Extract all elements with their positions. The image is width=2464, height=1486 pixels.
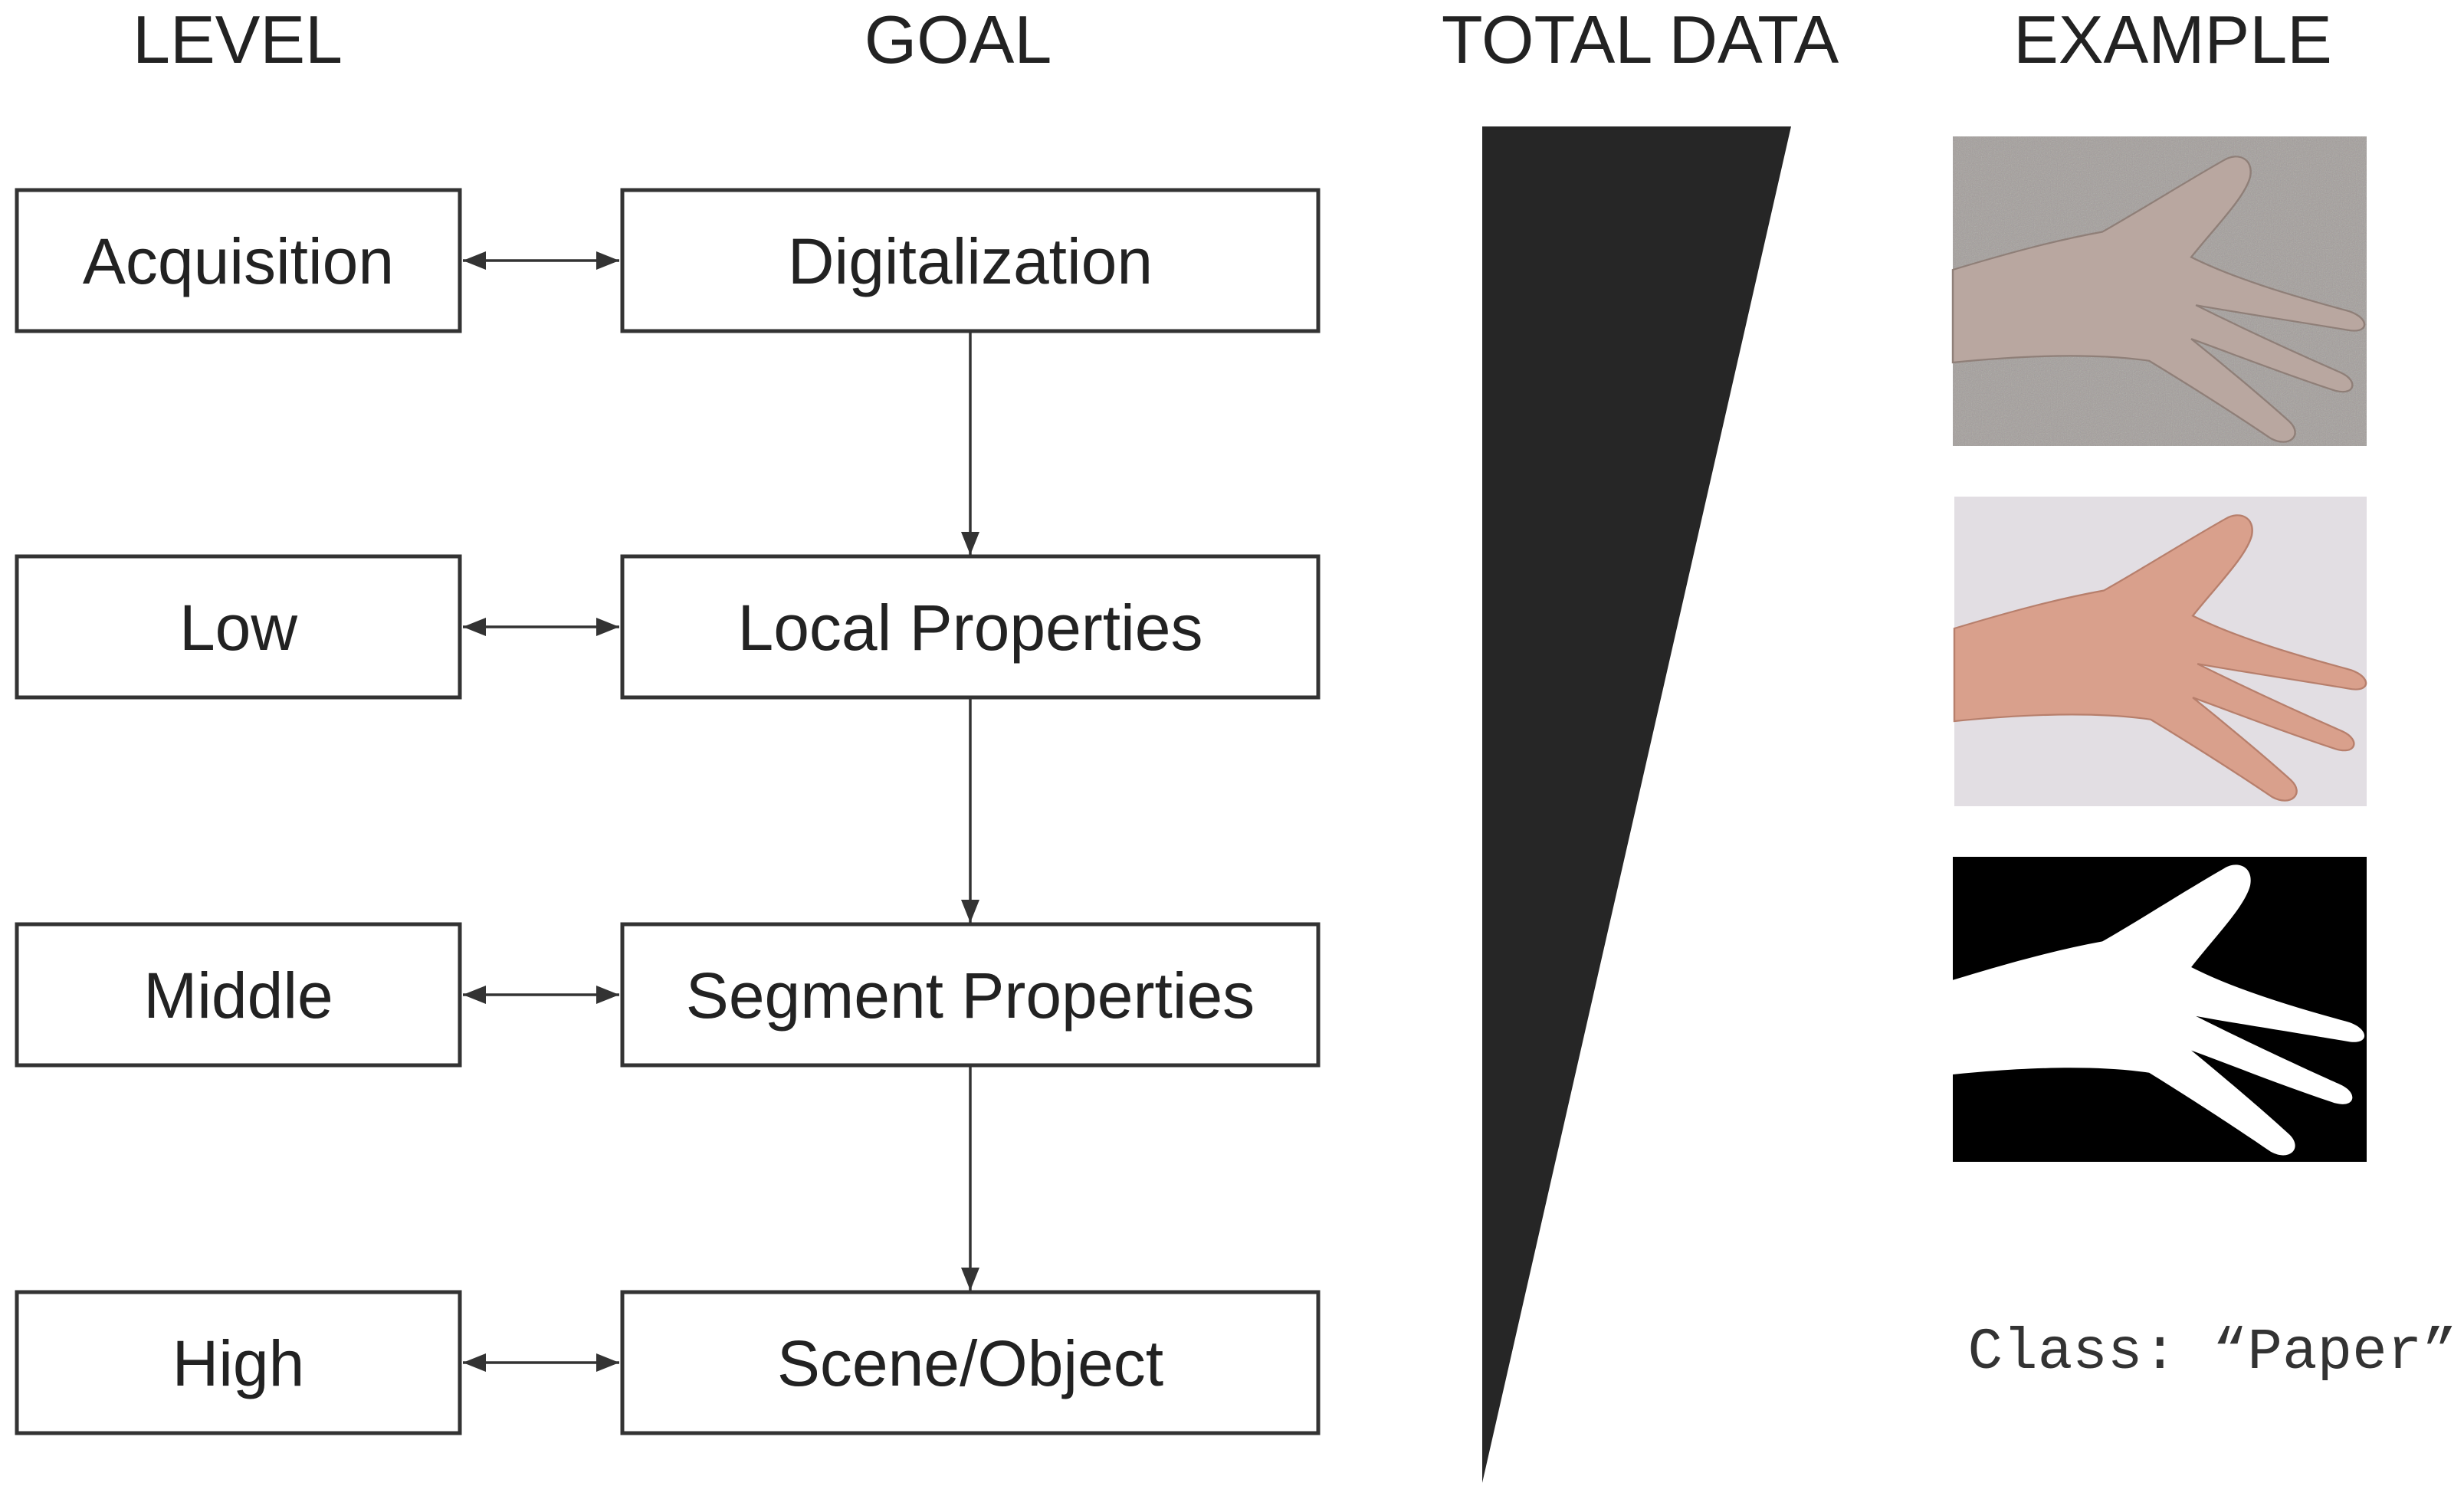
level-label-acquisition: Acquisition: [83, 225, 394, 297]
level-label-middle: Middle: [143, 960, 333, 1032]
goal-box-local-properties: [620, 554, 1321, 700]
goal-label-local-properties: Local Properties: [738, 592, 1203, 664]
goal-box-digitalization: [620, 188, 1321, 333]
goal-box-scene-object: [620, 1290, 1321, 1435]
header-example: EXAMPLE: [2013, 2, 2332, 77]
row-low: Low Local Properties: [15, 554, 1321, 700]
row-high: High Scene/Object: [15, 1290, 1321, 1435]
header-level: LEVEL: [133, 2, 343, 77]
example-class-caption: Class: “Paper”: [1967, 1320, 2457, 1386]
goal-label-digitalization: Digitalization: [788, 225, 1153, 297]
level-box-high: [15, 1290, 462, 1435]
level-label-low: Low: [179, 592, 297, 664]
goal-label-scene-object: Scene/Object: [777, 1327, 1163, 1399]
goal-box-segment-properties: [620, 922, 1321, 1068]
row-middle: Middle Segment Properties: [15, 922, 1321, 1068]
header-goal: GOAL: [865, 2, 1052, 77]
level-box-low: [15, 554, 462, 700]
example-image-clean: [1953, 497, 2367, 806]
goal-label-segment-properties: Segment Properties: [686, 960, 1255, 1032]
example-image-mask: [1953, 857, 2367, 1162]
level-box-middle: [15, 922, 462, 1068]
level-box-acquisition: [15, 188, 462, 333]
level-label-high: High: [172, 1327, 305, 1399]
total-data-wedge: [1482, 126, 1791, 1483]
header-total-data: TOTAL DATA: [1442, 2, 1839, 77]
row-acquisition: Acquisition Digitalization: [15, 188, 1321, 333]
example-image-noisy: [1951, 136, 2367, 446]
